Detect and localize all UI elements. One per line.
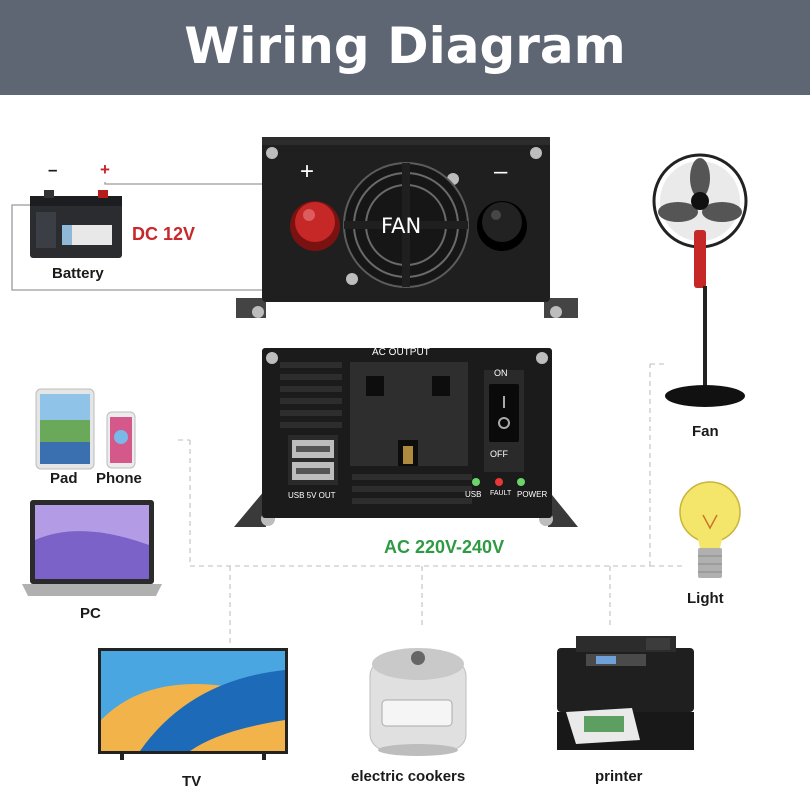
light-bulb-icon xyxy=(679,481,741,578)
connection-lines xyxy=(178,363,685,645)
tablet-icon xyxy=(35,388,95,470)
fault-indicator-label: FAULT xyxy=(490,490,512,497)
power-indicator-label: POWER xyxy=(517,490,548,499)
wiring-diagram xyxy=(11,137,748,760)
fan-device-label: Fan xyxy=(692,423,719,440)
phone-label: Phone xyxy=(96,470,142,487)
pc-label: PC xyxy=(80,605,101,622)
tv-icon xyxy=(98,648,288,760)
ac-output-label: AC OUTPUT xyxy=(372,347,430,358)
battery-icon xyxy=(30,190,122,258)
electric-cooker-icon xyxy=(369,648,467,756)
cooker-label: electric cookers xyxy=(351,768,466,785)
header-bar: Wiring Diagram xyxy=(0,0,810,95)
switch-on-label: ON xyxy=(494,368,508,378)
usb-out-label: USB 5V OUT xyxy=(288,491,336,500)
inverter-top-view xyxy=(236,137,578,318)
page-title: Wiring Diagram xyxy=(184,17,626,75)
tv-label: TV xyxy=(182,773,202,790)
switch-off-label: OFF xyxy=(490,449,508,459)
battery-plus-label: + xyxy=(100,160,110,179)
ac-voltage-label: AC 220V-240V xyxy=(384,537,505,557)
inverter-minus-label: – xyxy=(494,158,508,185)
standing-fan-icon xyxy=(652,153,748,407)
inverter-front-view xyxy=(234,348,578,527)
battery-minus-label: – xyxy=(48,160,58,179)
dc-voltage-label: DC 12V xyxy=(132,224,196,244)
fan-label: FAN xyxy=(381,214,422,238)
pad-label: Pad xyxy=(50,470,78,487)
printer-label: printer xyxy=(595,768,643,785)
laptop-icon xyxy=(22,500,162,596)
light-label: Light xyxy=(687,590,724,607)
inverter-plus-label: + xyxy=(300,158,315,185)
battery-label: Battery xyxy=(52,265,104,282)
printer-icon xyxy=(557,636,694,750)
phone-icon xyxy=(106,411,136,469)
usb-indicator-label: USB xyxy=(465,490,482,499)
